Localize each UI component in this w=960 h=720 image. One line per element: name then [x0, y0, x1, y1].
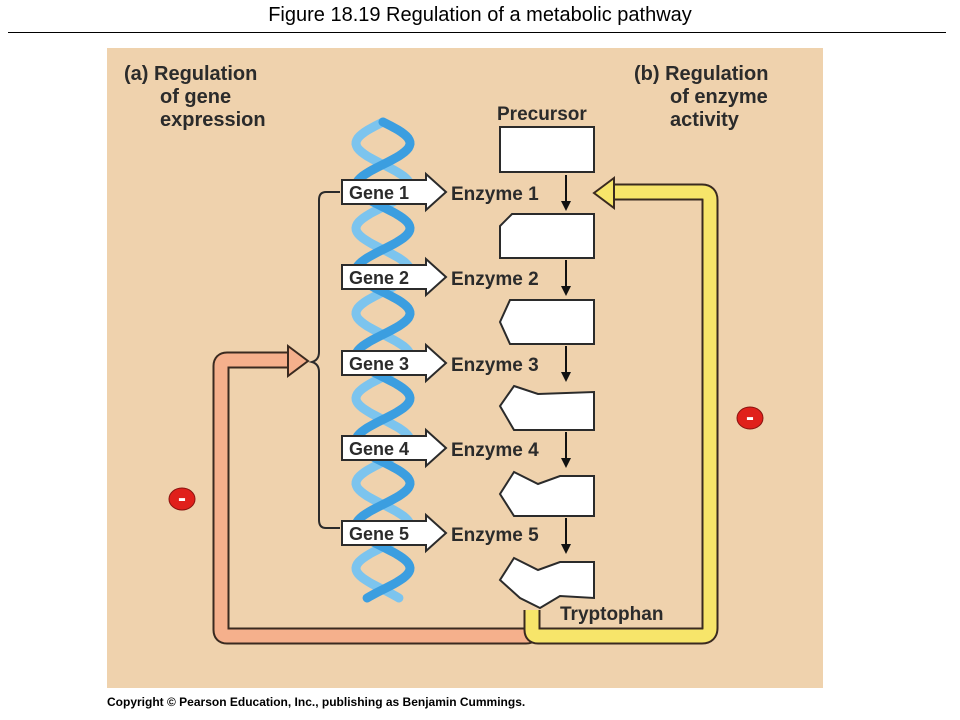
gene-label: Gene 4: [349, 439, 409, 459]
gene-arrow-5: Gene 5: [341, 512, 448, 554]
enzyme-feedback-arrowhead: [592, 176, 615, 210]
panel-b-heading-line3: activity: [670, 109, 740, 131]
tryptophan-molecule: [498, 556, 595, 610]
panel-a-heading-line1: (a) Regulation: [124, 63, 257, 85]
reaction-arrow: [561, 432, 571, 468]
reaction-arrow: [561, 260, 571, 296]
panel-b-heading-line2: of enzyme: [670, 86, 768, 108]
gene-arrow-1: Gene 1: [341, 171, 448, 213]
intermediate-box-3: [498, 384, 595, 431]
reaction-arrow: [561, 175, 571, 211]
panel-a-heading-line2: of gene: [160, 86, 231, 108]
copyright-notice: Copyright © Pearson Education, Inc., pub…: [107, 695, 526, 709]
intermediate-box-4: [498, 470, 595, 517]
gene-label: Gene 1: [349, 183, 409, 203]
enzyme-feedback-fill: [525, 185, 717, 643]
enzyme-label: Enzyme 4: [451, 440, 539, 461]
intermediate-box-1: [499, 213, 595, 259]
tryptophan-label: Tryptophan: [560, 604, 663, 625]
minus-sign: -: [178, 485, 186, 512]
panel-a-heading-line3: expression: [160, 109, 266, 131]
gene-arrow-2: Gene 2: [341, 256, 448, 298]
gene-arrow-4: Gene 4: [341, 427, 448, 469]
intermediate-box-2: [498, 299, 595, 345]
gene-feedback-arrowhead: [287, 344, 310, 378]
gene-arrow-3: Gene 3: [341, 342, 448, 384]
enzyme-activity-inhibition-marker: -: [736, 404, 764, 431]
enzyme-label: Enzyme 1: [451, 184, 539, 205]
title-divider: [8, 32, 946, 33]
slide-title: Figure 18.19 Regulation of a metabolic p…: [268, 4, 692, 26]
precursor-box: [499, 126, 595, 173]
enzyme-label: Enzyme 5: [451, 525, 539, 546]
reaction-arrow: [561, 346, 571, 382]
gene-expression-inhibition-marker: -: [168, 485, 196, 512]
minus-sign: -: [746, 404, 754, 431]
gene-label: Gene 3: [349, 354, 409, 374]
precursor-label: Precursor: [497, 104, 587, 125]
enzyme-label: Enzyme 2: [451, 269, 539, 290]
gene-label: Gene 5: [349, 524, 409, 544]
enzyme-label: Enzyme 3: [451, 355, 539, 376]
panel-b-heading-line1: (b) Regulation: [634, 63, 768, 85]
reaction-arrow: [561, 518, 571, 554]
gene-bracket: [308, 191, 340, 529]
gene-label: Gene 2: [349, 268, 409, 288]
